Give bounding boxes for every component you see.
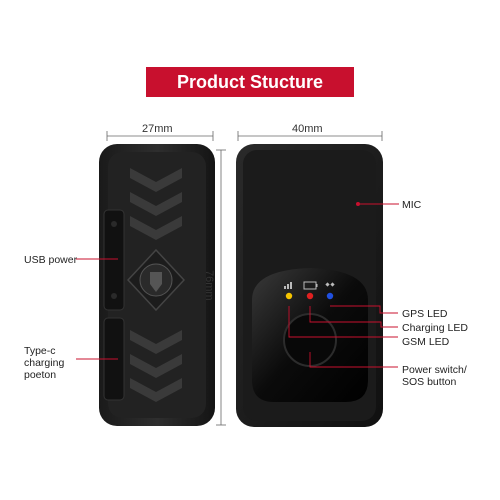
callout-gsm-led: GSM LED — [402, 336, 450, 348]
mic-hole — [356, 202, 360, 206]
satellite-icon — [325, 282, 335, 287]
callout-power-switch: Power switch/ SOS button — [402, 364, 467, 388]
dimension-label-40mm: 40mm — [292, 123, 323, 135]
callout-mic: MIC — [402, 199, 422, 211]
charging-led — [306, 292, 314, 300]
callout-type-c-line2: charging — [24, 357, 65, 369]
gsm-led — [326, 292, 334, 300]
battery-icon — [303, 281, 318, 290]
gps-led — [285, 292, 293, 300]
dimension-label-27mm: 27mm — [142, 123, 173, 135]
device-front-view — [236, 144, 383, 427]
callout-power-switch-line1: Power switch/ — [402, 364, 467, 376]
callout-charging-led: Charging LED — [402, 322, 468, 334]
device-side-view — [99, 144, 215, 426]
dimension-40mm-line — [237, 131, 383, 141]
callout-type-c-line3: poeton — [24, 369, 57, 381]
callout-type-c: Type-c charging poeton — [24, 345, 64, 381]
signal-icon — [284, 282, 292, 289]
callout-line-gps — [330, 305, 398, 314]
dimension-27mm-line — [106, 131, 214, 141]
callout-power-switch-line2: SOS button — [402, 376, 457, 388]
callout-line-power — [309, 352, 398, 368]
callout-type-c-line1: Type-c — [24, 345, 56, 357]
banner-background — [146, 67, 354, 97]
page-title: Product Stucture — [176, 72, 323, 92]
dimension-label-76mm: 76mm — [203, 270, 215, 301]
callout-usb-power: USB power — [24, 254, 78, 266]
dimension-76mm-line — [216, 149, 226, 426]
callout-line-gsm — [288, 306, 398, 338]
callout-line-charging — [309, 306, 398, 328]
callout-gps-led: GPS LED — [402, 308, 448, 320]
